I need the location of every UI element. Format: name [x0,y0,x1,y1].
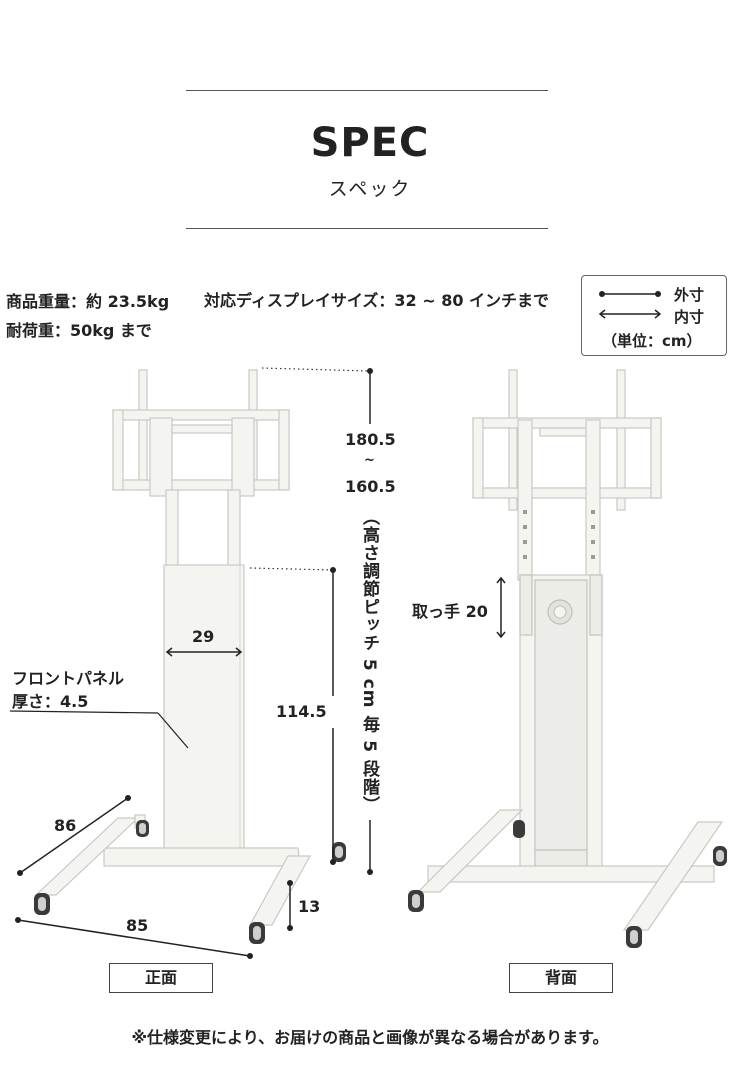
front-panel-thickness: 厚さ：4.5 [12,692,89,711]
legend-outer-label: 外寸 [674,286,705,304]
spec-weight: 商品重量：約 23.5kg [6,292,170,311]
front-panel [163,564,245,856]
caster-icon [408,820,727,948]
dim-height-sep: ~ [364,453,375,468]
back-stand [408,369,727,948]
front-stand [34,369,346,944]
dim-panel-width: 29 [192,627,215,646]
handle-icon [547,599,573,625]
legend-arrows-icon [598,291,662,319]
page-subtitle: スペック [328,178,412,200]
front-panel-label: フロントパネル [12,669,125,688]
page-title: SPEC [310,120,430,166]
spec-display: 対応ディスプレイサイズ：32 ~ 80 インチまで [204,291,550,310]
header-rule-top [186,90,548,91]
dim-base-height: 13 [298,897,321,916]
view-label-front: 正面 [109,963,213,993]
dim-panel-height: 114.5 [276,702,327,721]
dim-width: 85 [126,916,149,935]
spec-load: 耐荷重：50kg まで [6,321,152,340]
legend-inner-label: 内寸 [674,308,705,326]
front-vesa-bracket [112,409,290,497]
legend-unit-label: （単位：cm） [602,332,702,350]
dim-depth: 86 [54,816,77,835]
dim-height-min: 160.5 [345,477,396,496]
dim-height-note: （高さ調節ピッチ 5 cm 毎 5 段階） [359,508,379,815]
legend-box: 外寸 内寸 （単位：cm） [581,275,727,356]
back-vesa-bracket [472,417,662,499]
dim-handle: 取っ手 20 [412,602,488,621]
view-label-back: 背面 [509,963,613,993]
caster-icon [34,820,346,944]
header-rule-bottom [186,228,548,229]
dim-height-max: 180.5 [345,430,396,449]
footer-note: ※仕様変更により、お届けの商品と画像が異なる場合があります。 [131,1028,609,1047]
dimension-lines [9,367,506,959]
